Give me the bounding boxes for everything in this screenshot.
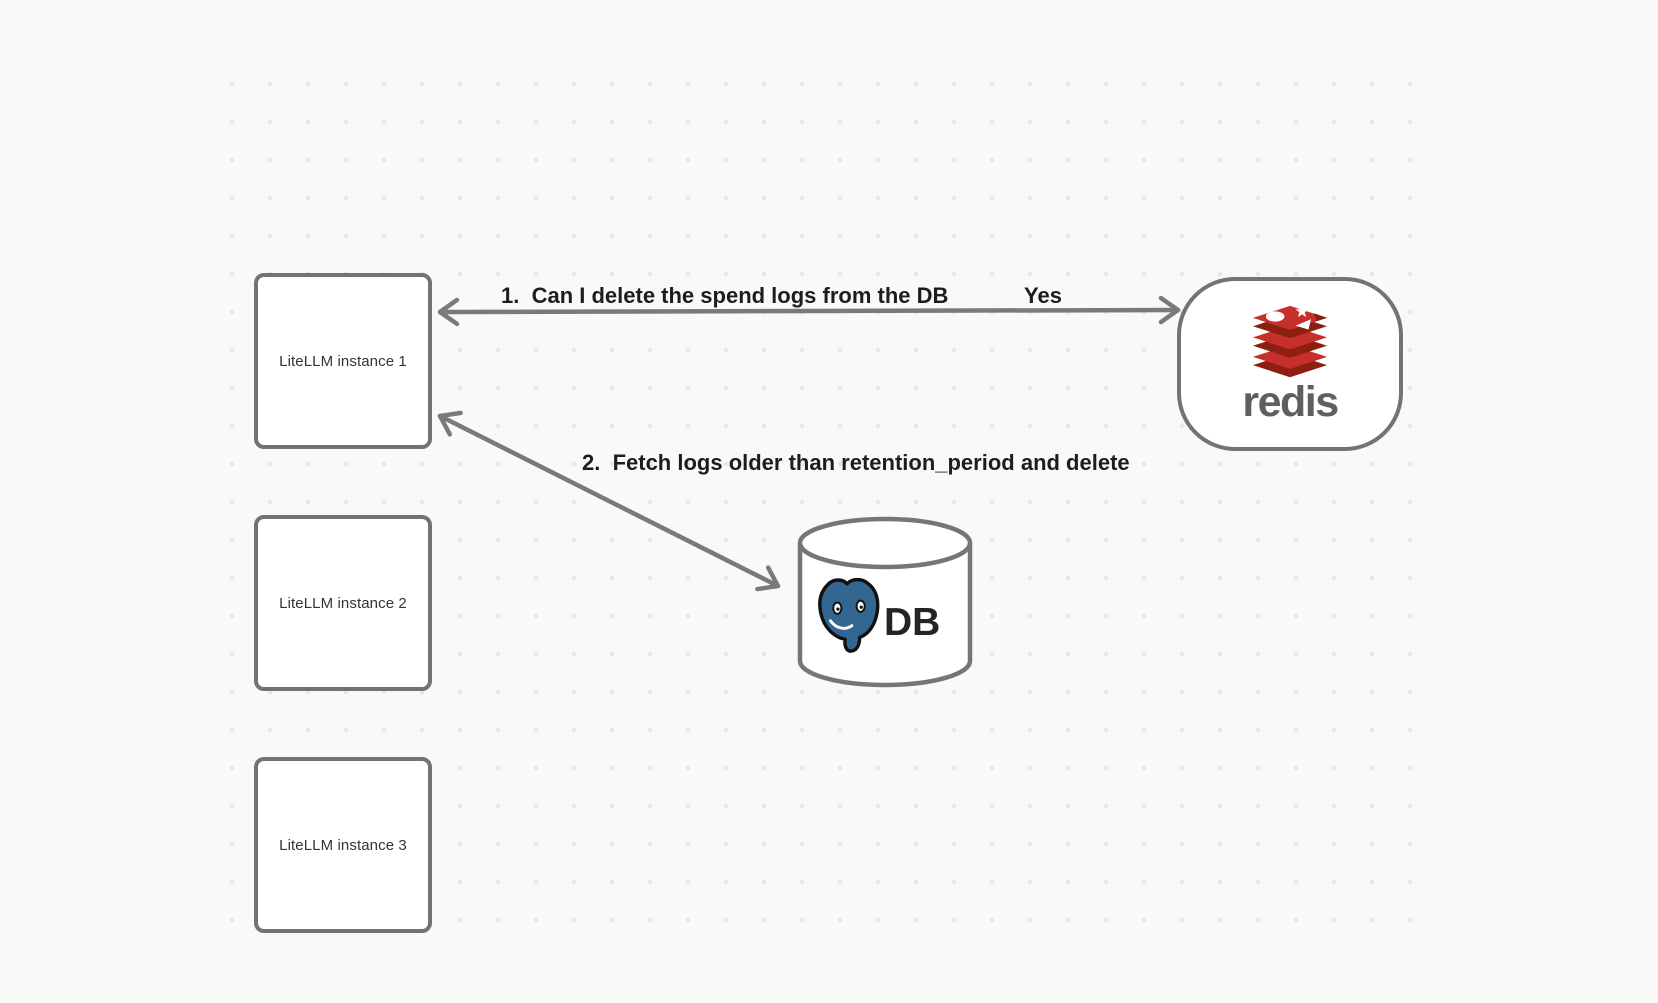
node-database[interactable]: DB — [797, 516, 973, 688]
node-label: LiteLLM instance 2 — [279, 594, 407, 612]
redis-wordmark: redis — [1242, 378, 1339, 426]
arrow2-label[interactable]: 2. Fetch logs older than retention_perio… — [582, 450, 1130, 475]
db-cylinder-icon — [797, 516, 973, 688]
node-litellm-instance-1[interactable]: LiteLLM instance 1 — [254, 273, 432, 449]
node-litellm-instance-3[interactable]: LiteLLM instance 3 — [254, 757, 432, 933]
arrow-fetch-and-delete[interactable] — [437, 410, 781, 592]
postgres-elephant-icon — [818, 577, 880, 653]
node-label: LiteLLM instance 3 — [279, 836, 407, 854]
node-litellm-instance-2[interactable]: LiteLLM instance 2 — [254, 515, 432, 691]
node-label: LiteLLM instance 1 — [279, 352, 407, 370]
arrow-spend-log-question[interactable] — [437, 295, 1181, 327]
arrow1-label[interactable]: 1. Can I delete the spend logs from the … — [501, 283, 949, 308]
arrow1-answer[interactable]: Yes — [1024, 283, 1062, 308]
node-redis[interactable]: redis — [1177, 277, 1403, 451]
db-label: DB — [884, 601, 941, 644]
redis-logo-icon — [1252, 304, 1328, 378]
